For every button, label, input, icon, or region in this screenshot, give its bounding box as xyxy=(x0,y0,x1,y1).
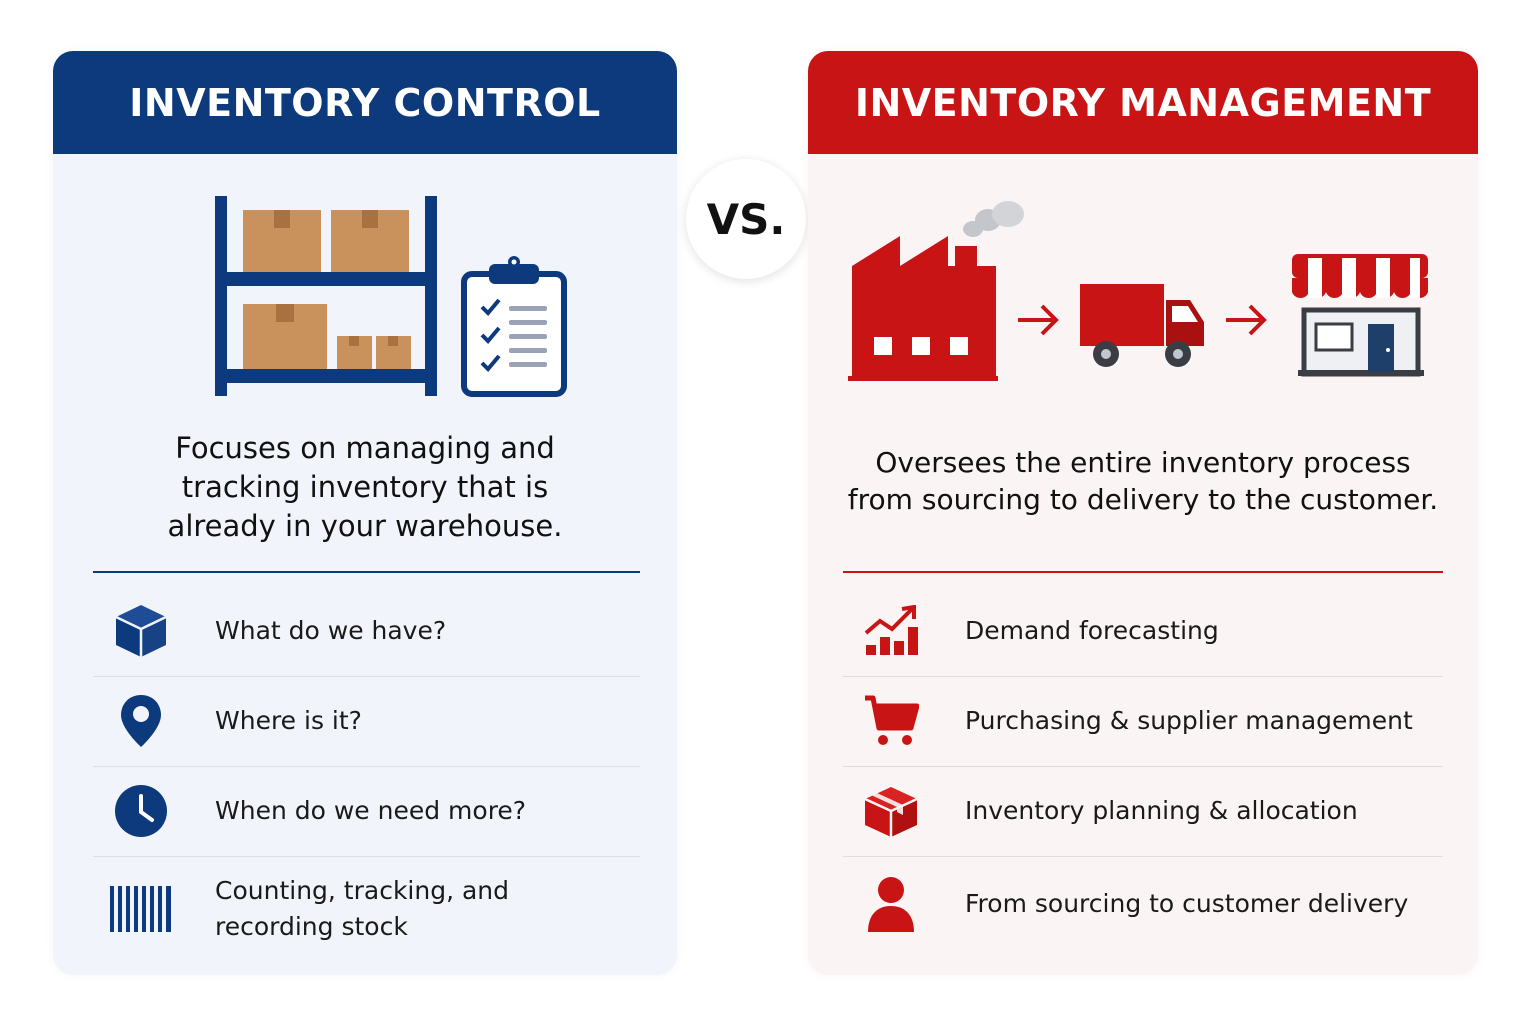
list-item: Demand forecasting xyxy=(843,586,1443,677)
vs-badge: VS. xyxy=(686,159,806,279)
store-icon xyxy=(1292,254,1428,377)
list-item: When do we need more? xyxy=(93,766,640,857)
list-item-text: Inventory planning & allocation xyxy=(939,793,1358,829)
description-line: tracking inventory that is xyxy=(181,470,549,504)
list-item: Where is it? xyxy=(93,676,640,767)
list-item-line: Inventory planning & allocation xyxy=(965,796,1358,825)
arrow-right-icon xyxy=(1018,304,1059,336)
list-item: Inventory planning & allocation xyxy=(843,766,1443,857)
inventory-management-header: INVENTORY MANAGEMENT xyxy=(808,51,1478,154)
list-item-text: From sourcing to customer delivery xyxy=(939,886,1408,922)
clock-icon xyxy=(93,784,189,838)
person-icon xyxy=(843,876,939,932)
barcode-icon xyxy=(93,885,189,932)
list-item-line: Purchasing & supplier management xyxy=(965,706,1413,735)
checklist-clipboard-icon xyxy=(461,256,567,397)
list-item-line: Demand forecasting xyxy=(965,616,1219,645)
inventory-control-header: INVENTORY CONTROL xyxy=(53,51,677,154)
shopping-cart-icon xyxy=(843,694,939,748)
list-item: What do we have? xyxy=(93,586,640,677)
description-line: from sourcing to delivery to the custome… xyxy=(847,483,1439,516)
list-item-text: Counting, tracking, and recording stock xyxy=(189,873,509,945)
warehouse-shelf-icon xyxy=(215,196,437,396)
cube-icon xyxy=(93,603,189,659)
factory-icon xyxy=(848,201,1024,381)
inventory-management-title: INVENTORY MANAGEMENT xyxy=(854,80,1432,125)
list-item: Purchasing & supplier management xyxy=(843,676,1443,767)
vs-label: VS. xyxy=(706,194,786,244)
inventory-management-card: INVENTORY MANAGEMENT xyxy=(808,51,1478,975)
list-item-text: Demand forecasting xyxy=(939,613,1219,649)
list-item-text: Purchasing & supplier management xyxy=(939,703,1413,739)
inventory-control-card: INVENTORY CONTROL xyxy=(53,51,677,975)
list-item-line: What do we have? xyxy=(215,616,447,645)
inventory-control-illustration xyxy=(215,196,567,397)
list-item-line: recording stock xyxy=(215,911,408,941)
list-item-line: When do we need more? xyxy=(215,796,527,825)
list-item-text: Where is it? xyxy=(189,703,362,739)
list-item-line: Where is it? xyxy=(215,706,362,735)
description-line: already in your warehouse. xyxy=(167,509,563,543)
arrow-right-icon xyxy=(1226,304,1267,336)
box-icon xyxy=(843,783,939,839)
list-item-text: When do we need more? xyxy=(189,793,526,829)
section-divider xyxy=(843,571,1443,573)
list-item: Counting, tracking, and recording stock xyxy=(93,856,640,961)
list-item: From sourcing to customer delivery xyxy=(843,856,1443,951)
location-pin-icon xyxy=(93,693,189,749)
description-line: Oversees the entire inventory process xyxy=(875,446,1411,479)
list-item-text: What do we have? xyxy=(189,613,446,649)
list-item-line: From sourcing to customer delivery xyxy=(965,888,1409,918)
inventory-management-description: Oversees the entire inventory process fr… xyxy=(808,444,1478,518)
growth-chart-icon xyxy=(843,605,939,657)
inventory-management-illustration xyxy=(848,201,1428,381)
section-divider xyxy=(93,571,640,573)
truck-icon xyxy=(1080,284,1204,367)
inventory-control-title: INVENTORY CONTROL xyxy=(129,80,601,125)
description-line: Focuses on managing and xyxy=(175,431,555,465)
inventory-control-description: Focuses on managing and tracking invento… xyxy=(53,429,677,546)
list-item-line: Counting, tracking, and xyxy=(215,875,510,905)
